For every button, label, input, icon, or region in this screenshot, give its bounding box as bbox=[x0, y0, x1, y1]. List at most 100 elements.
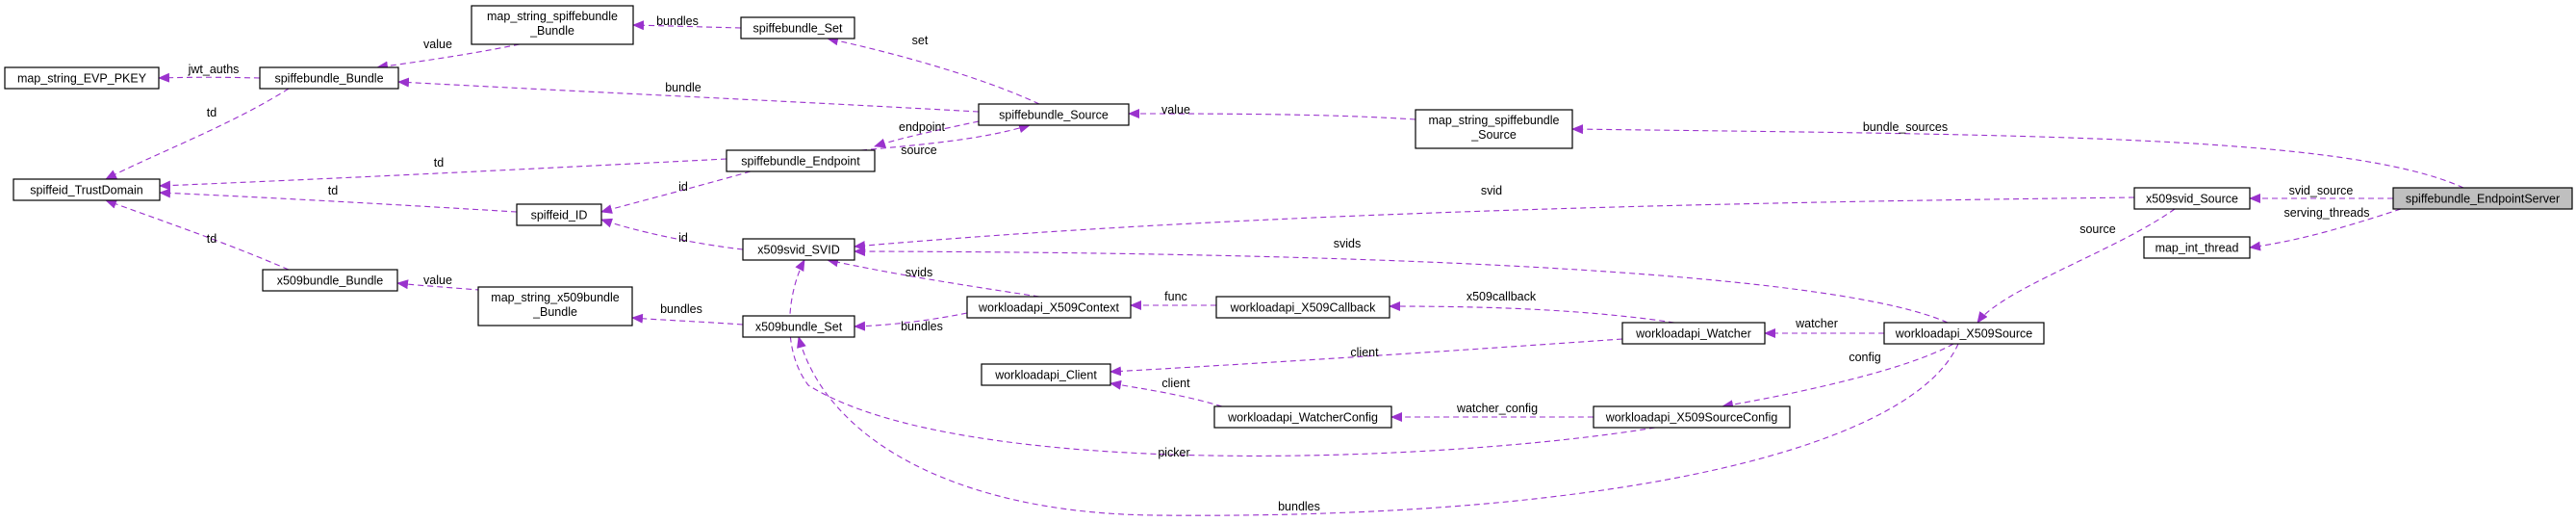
node-box[interactable] bbox=[1621, 322, 1766, 345]
edge-line bbox=[1109, 379, 1223, 407]
node-map-string-spiffebundle-Source[interactable]: map_string_spiffebundle_Source bbox=[1415, 109, 1573, 149]
node-box[interactable] bbox=[4, 66, 160, 90]
edge-label: func bbox=[1164, 290, 1187, 303]
node-label: spiffebundle_EndpointServer bbox=[2406, 193, 2560, 206]
node-box[interactable] bbox=[262, 269, 398, 292]
node-spiffebundle-Bundle[interactable]: spiffebundle_Bundle bbox=[259, 66, 399, 90]
node-box[interactable] bbox=[516, 203, 602, 226]
edge-label: bundles bbox=[660, 302, 702, 316]
node-x509svid-Source[interactable]: x509svid_Source bbox=[2133, 187, 2251, 210]
edge-bundle: bundle bbox=[397, 77, 980, 113]
edge-bundle-sources: bundle_sources bbox=[1571, 120, 2464, 189]
edge-x509callback: x509callback bbox=[1389, 290, 1675, 324]
node-box[interactable] bbox=[978, 103, 1130, 126]
node-label: workloadapi_Watcher bbox=[1635, 327, 1751, 341]
edge-td-endpoint: td bbox=[159, 156, 727, 191]
node-box[interactable] bbox=[1215, 296, 1390, 319]
node-workloadapi-Client[interactable]: workloadapi_Client bbox=[981, 363, 1111, 386]
edge-line bbox=[860, 123, 1031, 151]
edge-line bbox=[397, 77, 980, 113]
node-spiffeid-TrustDomain[interactable]: spiffeid_TrustDomain bbox=[13, 178, 161, 201]
node-box[interactable] bbox=[1883, 322, 2045, 345]
edge-label: bundles bbox=[1278, 500, 1320, 513]
node-spiffebundle-EndpointServer[interactable]: spiffebundle_EndpointServer bbox=[2392, 187, 2573, 210]
node-label: map_string_x509bundle bbox=[491, 291, 619, 304]
node-box[interactable] bbox=[742, 315, 855, 338]
node-box[interactable] bbox=[471, 5, 634, 45]
edge-line bbox=[159, 188, 518, 213]
node-spiffebundle-Source[interactable]: spiffebundle_Source bbox=[978, 103, 1130, 126]
edge-line bbox=[827, 36, 1040, 105]
edge-label: bundles bbox=[656, 14, 699, 28]
node-box[interactable] bbox=[740, 16, 855, 39]
node-map-string-EVP-PKEY[interactable]: map_string_EVP_PKEY bbox=[4, 66, 160, 90]
edge-label: watcher_config bbox=[1456, 402, 1538, 415]
node-label: workloadapi_X509Source bbox=[1895, 327, 2033, 341]
node-label: spiffeid_TrustDomain bbox=[30, 184, 142, 197]
node-box[interactable] bbox=[2392, 187, 2573, 210]
node-box[interactable] bbox=[2143, 236, 2251, 259]
node-label: workloadapi_X509SourceConfig bbox=[1605, 411, 1778, 425]
node-box[interactable] bbox=[1415, 109, 1573, 149]
node-box[interactable] bbox=[742, 238, 855, 261]
edge-bundles-source: bundles bbox=[797, 336, 1959, 516]
edge-client-config: client bbox=[1109, 377, 1223, 407]
node-box[interactable] bbox=[981, 363, 1111, 386]
node-workloadapi-WatcherConfig[interactable]: workloadapi_WatcherConfig bbox=[1213, 405, 1392, 429]
node-spiffeid-ID[interactable]: spiffeid_ID bbox=[516, 203, 602, 226]
node-map-string-x509bundle-Bundle[interactable]: map_string_x509bundle_Bundle bbox=[477, 286, 633, 326]
node-box[interactable] bbox=[259, 66, 399, 90]
edge-line bbox=[789, 259, 1656, 457]
node-workloadapi-X509Context[interactable]: workloadapi_X509Context bbox=[966, 296, 1132, 319]
node-map-int-thread[interactable]: map_int_thread bbox=[2143, 236, 2251, 259]
node-box[interactable] bbox=[477, 286, 633, 326]
node-x509bundle-Set[interactable]: x509bundle_Set bbox=[742, 315, 855, 338]
node-spiffebundle-Set[interactable]: spiffebundle_Set bbox=[740, 16, 855, 39]
node-x509svid-SVID[interactable]: x509svid_SVID bbox=[742, 238, 855, 261]
edge-label: svids bbox=[1334, 237, 1361, 250]
node-label: map_string_spiffebundle bbox=[487, 10, 618, 23]
node-map-string-spiffebundle-Bundle[interactable]: map_string_spiffebundle_Bundle bbox=[471, 5, 634, 45]
edge-picker: picker bbox=[789, 259, 1656, 459]
node-workloadapi-Watcher[interactable]: workloadapi_Watcher bbox=[1621, 322, 1766, 345]
node-workloadapi-X509SourceConfig[interactable]: workloadapi_X509SourceConfig bbox=[1593, 405, 1791, 429]
edge-label: svids bbox=[905, 266, 932, 279]
edge-label: value bbox=[1161, 103, 1190, 117]
edge-label: x509callback bbox=[1467, 290, 1537, 303]
edge-line bbox=[1128, 109, 1416, 120]
node-box[interactable] bbox=[13, 178, 161, 201]
edge-line bbox=[797, 336, 1959, 516]
edge-line bbox=[376, 43, 521, 71]
node-box[interactable] bbox=[726, 149, 876, 172]
node-x509bundle-Bundle[interactable]: x509bundle_Bundle bbox=[262, 269, 398, 292]
node-workloadapi-X509Source[interactable]: workloadapi_X509Source bbox=[1883, 322, 2045, 345]
edge-svid: svid bbox=[854, 184, 2135, 251]
edge-set: set bbox=[827, 34, 1040, 105]
edge-source-x509: source bbox=[1977, 208, 2176, 324]
edge-bundles-context: bundles bbox=[854, 312, 968, 333]
edge-label: svid_source bbox=[2289, 184, 2354, 197]
edge-line bbox=[158, 72, 261, 83]
edge-label: endpoint bbox=[899, 120, 945, 134]
edge-source-ep: source bbox=[860, 123, 1031, 157]
node-workloadapi-X509Callback[interactable]: workloadapi_X509Callback bbox=[1215, 296, 1390, 319]
node-box[interactable] bbox=[966, 296, 1132, 319]
edge-label: bundle bbox=[665, 81, 701, 94]
node-label: spiffeid_ID bbox=[531, 209, 588, 222]
edge-line bbox=[631, 313, 744, 326]
node-spiffebundle-Endpoint[interactable]: spiffebundle_Endpoint bbox=[726, 149, 876, 172]
node-box[interactable] bbox=[1213, 405, 1392, 429]
edge-svid-source: svid_source bbox=[2249, 184, 2393, 203]
edge-line bbox=[854, 312, 968, 331]
node-label: _Source bbox=[1470, 128, 1517, 142]
edge-line bbox=[105, 88, 290, 180]
edge-line bbox=[1109, 338, 1623, 377]
edge-config: config bbox=[1722, 343, 1954, 410]
edges-layer: bundle_sourcessvid_sourceserving_threads… bbox=[105, 14, 2464, 516]
node-box[interactable] bbox=[1593, 405, 1791, 429]
node-box[interactable] bbox=[2133, 187, 2251, 210]
node-label: spiffebundle_Endpoint bbox=[741, 155, 860, 169]
edge-line bbox=[105, 199, 290, 271]
edge-label: source bbox=[901, 144, 937, 157]
edge-line bbox=[1571, 124, 2464, 189]
